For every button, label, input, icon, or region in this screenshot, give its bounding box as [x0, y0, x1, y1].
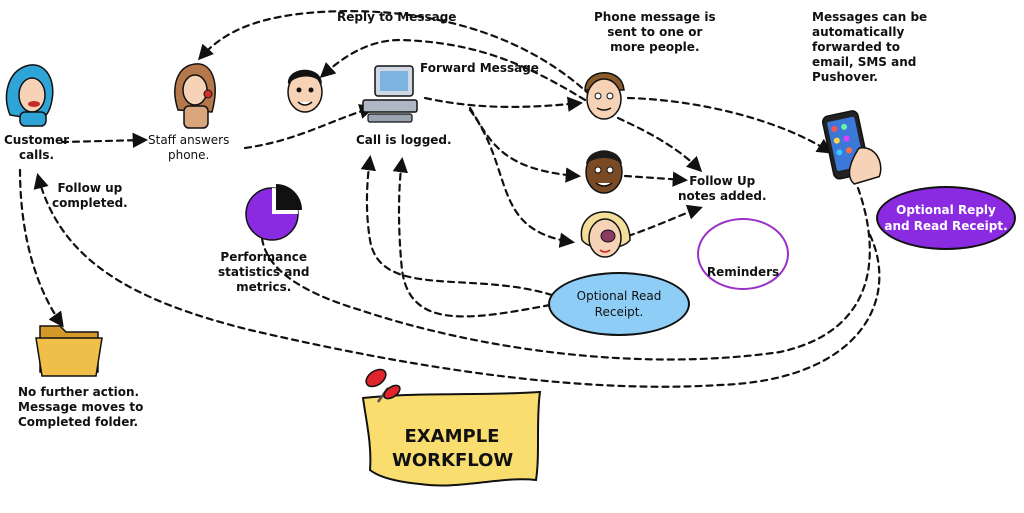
performance-text: Performance statistics and metrics.: [218, 250, 310, 294]
arrow-staff-to-computer: [243, 103, 375, 150]
performance-label: Performance statistics and metrics.: [218, 250, 309, 295]
messages-forwarded-label: Messages can be automatically forwarded …: [812, 10, 927, 85]
customer-calls-label: Customer calls.: [4, 133, 69, 163]
recipient-woman-icon: [580, 211, 631, 258]
follow-up-completed-text: Follow up completed.: [52, 181, 128, 210]
follow-up-completed-label: Follow up completed.: [52, 181, 128, 211]
staff-answers-label: Staff answers phone.: [148, 133, 229, 163]
pushpin-icon: [365, 368, 401, 403]
arrow-computer-to-woman: [468, 108, 576, 248]
pie-chart-icon: [245, 184, 302, 241]
optional-reply-receipt-text: Optional Reply and Read Receipt.: [884, 203, 1008, 233]
customer-icon: [5, 64, 54, 127]
arrow-reply-to-message: [197, 10, 592, 97]
call-logged-label: Call is logged.: [356, 133, 452, 148]
reminders-bubble: Reminders: [697, 218, 789, 290]
arrow-man-to-followup: [616, 116, 703, 173]
arrow-receipt-to-logged-2: [392, 156, 552, 318]
forward-message-text: Forward Message: [420, 61, 539, 75]
arrow-computer-to-man: [423, 96, 584, 112]
optional-read-receipt-bubble: Optional Read Receipt.: [548, 272, 690, 336]
reminders-text: Reminders: [706, 265, 780, 279]
arrow-customer-to-staff: [60, 132, 149, 148]
arrow-customer-to-folder: [18, 168, 64, 328]
optional-read-receipt-text: Optional Read Receipt.: [576, 289, 662, 319]
computer-icon: [362, 65, 418, 123]
arrow-computer-to-dark: [468, 106, 582, 183]
recipient-man-icon: [584, 72, 625, 120]
messages-forwarded-text: Messages can be automatically forwarded …: [812, 10, 928, 84]
folder-icon: [35, 325, 103, 377]
forward-message-label: Forward Message: [420, 61, 539, 76]
arrow-forward-message: [319, 38, 587, 102]
arrow-woman-to-followup: [626, 204, 703, 238]
optional-reply-receipt-bubble: Optional Reply and Read Receipt.: [876, 186, 1016, 250]
no-further-action-label: No further action. Message moves to Comp…: [18, 385, 143, 430]
example-workflow-text: EXAMPLE WORKFLOW: [392, 426, 514, 471]
reply-to-message-text: Reply to Message: [337, 10, 457, 24]
example-workflow-text-wrap: EXAMPLE WORKFLOW: [392, 425, 514, 473]
staff-icon: [174, 63, 216, 129]
phone-message-sent-label: Phone message is sent to one or more peo…: [594, 10, 716, 55]
phone-message-sent-text: Phone message is sent to one or more peo…: [594, 10, 716, 54]
reply-to-message-label: Reply to Message: [337, 10, 456, 25]
staff-answers-text: Staff answers phone.: [148, 133, 230, 162]
arrow-reply-receipt-loop: [260, 186, 871, 361]
no-further-action-text: No further action. Message moves to Comp…: [18, 385, 144, 429]
follow-up-notes-label: Follow Up notes added.: [678, 174, 767, 204]
arrow-followup-completed: [33, 173, 881, 388]
smartphone-icon: [821, 110, 882, 185]
workflow-arrows: [18, 10, 881, 388]
customer-calls-text: Customer calls.: [4, 133, 70, 162]
arrow-man-to-phone: [626, 96, 833, 154]
follow-up-notes-text: Follow Up notes added.: [678, 174, 767, 203]
call-logged-text: Call is logged.: [356, 133, 452, 147]
forwarder-icon: [287, 69, 323, 113]
example-workflow-note: [361, 390, 542, 487]
recipient-dark-icon: [585, 150, 623, 194]
arrow-dark-to-followup: [623, 171, 689, 187]
arrow-receipt-to-logged-1: [360, 154, 554, 297]
